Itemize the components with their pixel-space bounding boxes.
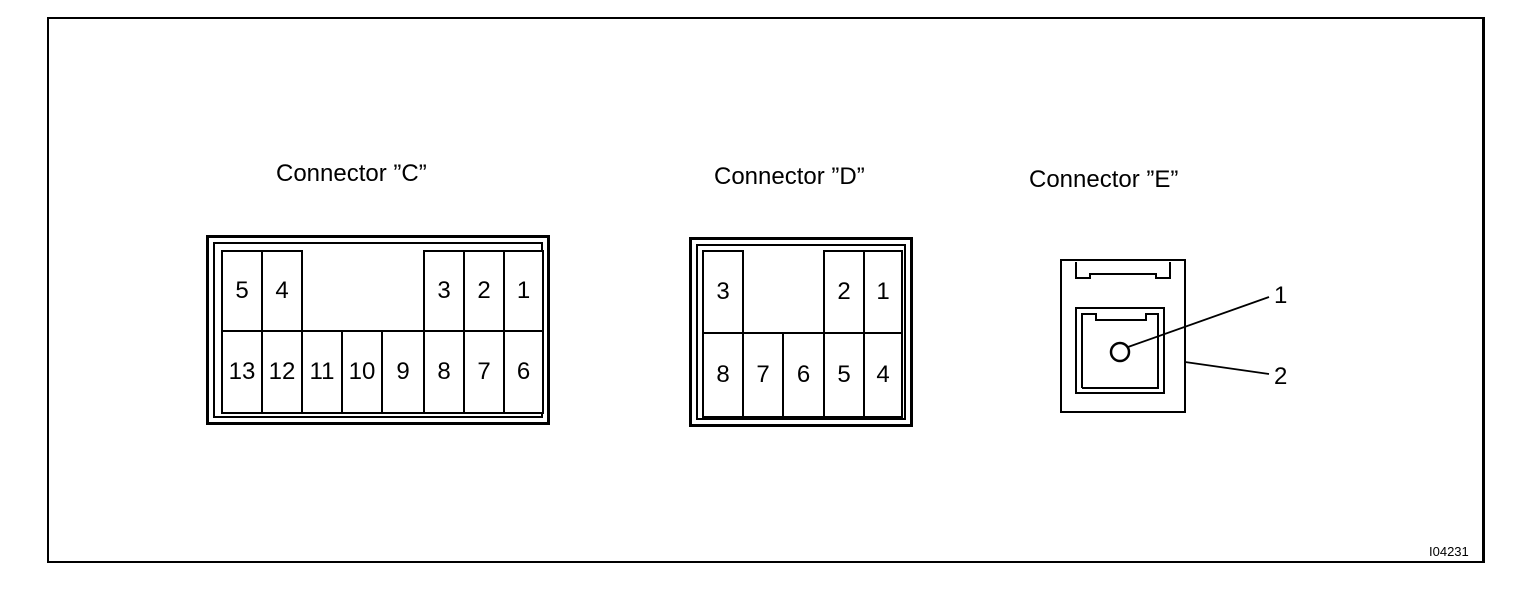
callout-label-1: 1 [1274,282,1287,309]
connector-d-inner: 3 2 1 8 7 6 5 4 [696,244,906,420]
connector-d-pin: 8 [702,332,744,418]
connector-d: 3 2 1 8 7 6 5 4 [689,237,913,427]
connector-c-pin: 9 [381,330,425,414]
connector-c-title: Connector ”C” [276,160,427,187]
connector-c-pin: 7 [463,330,505,414]
connector-c-pin: 10 [341,330,383,414]
connector-c-pin: 6 [503,330,544,414]
connector-d-title: Connector ”D” [714,163,865,190]
diagram-frame [47,17,1485,563]
connector-c-pin: 8 [423,330,465,414]
connector-e: 1 2 [1060,259,1287,413]
connector-c-pin: 13 [221,330,263,414]
connector-d-pin: 7 [742,332,784,418]
connector-d-pin: 1 [863,250,903,334]
connector-d-pin: 4 [863,332,903,418]
connector-c-pin: 1 [503,250,544,332]
connector-e-title: Connector ”E” [1029,166,1179,193]
connector-c-pin: 2 [463,250,505,332]
connector-d-pin: 5 [823,332,865,418]
connector-e-socket-inner [1081,313,1159,389]
connector-e-latch [1075,262,1171,279]
connector-c-pin: 12 [261,330,303,414]
diagram-id: I04231 [1429,544,1469,559]
connector-c-pin: 3 [423,250,465,332]
connector-c-pin: 11 [301,330,343,414]
connector-c: 5 4 3 2 1 13 12 11 10 9 8 7 6 [206,235,550,425]
terminal-pin [1109,341,1131,363]
connector-d-pin: 6 [782,332,825,418]
connector-d-pin: 3 [702,250,744,334]
connector-c-inner: 5 4 3 2 1 13 12 11 10 9 8 7 6 [213,242,544,418]
callout-label-2: 2 [1274,363,1287,390]
leader-line-1 [1127,296,1270,348]
connector-c-pin: 5 [221,250,263,332]
connector-c-pin: 4 [261,250,303,332]
leader-line-2 [1184,361,1270,375]
connector-d-pin: 2 [823,250,865,334]
